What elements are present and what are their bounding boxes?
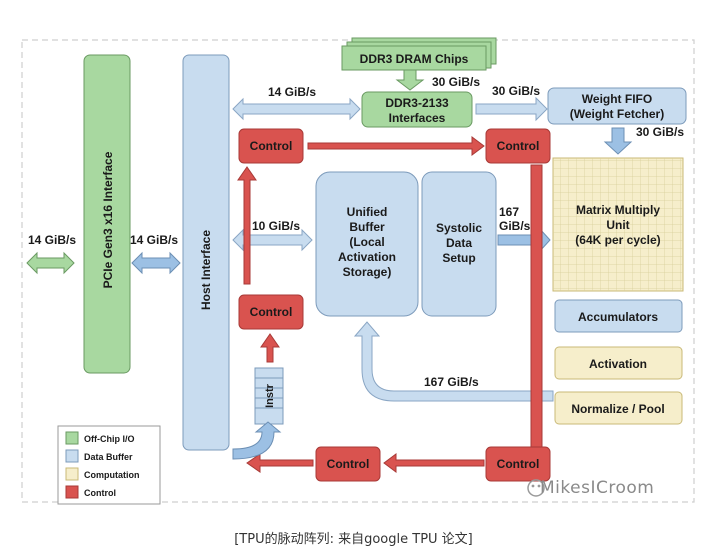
matrix-line2: Unit	[606, 218, 629, 232]
ddr3-chips-label: DDR3 DRAM Chips	[360, 52, 469, 66]
unified-buffer-block	[315, 171, 419, 317]
systolic-167-line1: 167	[499, 205, 519, 219]
unified-buffer-line1: Unified	[347, 205, 388, 219]
ddr3-chips: DDR3 DRAM Chips	[341, 37, 497, 71]
activation-block	[554, 346, 683, 380]
ddr3-interfaces-line2: Interfaces	[389, 111, 446, 125]
ddr-fifo-arrow	[475, 96, 548, 122]
legend-computation: Computation	[84, 470, 140, 480]
ddr3-interfaces-line1: DDR3-2133	[385, 96, 449, 110]
host-interface-label: Host Interface	[199, 230, 213, 310]
fifo-out-30-label: 30 GiB/s	[636, 125, 684, 139]
watermark-icon	[527, 479, 545, 497]
unified-buffer-line4: Activation	[338, 250, 396, 264]
pcie-block	[83, 54, 131, 374]
activation-label: Activation	[589, 357, 647, 371]
control-top-right-arrow	[307, 136, 485, 156]
instr-control-arrow	[260, 333, 280, 363]
accumulators-label: Accumulators	[578, 310, 658, 324]
return-167-label: 167 GiB/s	[424, 375, 479, 389]
weight-fifo-block	[547, 87, 687, 125]
unified-buffer-line2: Buffer	[349, 220, 385, 234]
fifo-matrix-arrow	[603, 127, 633, 155]
bottom-right-to-center-arrow	[383, 453, 485, 473]
pcie-host-arrow	[131, 251, 181, 275]
legend-buffer: Data Buffer	[84, 452, 133, 462]
control-top	[238, 128, 304, 164]
control-top-label: Control	[250, 139, 293, 153]
legend-control: Control	[84, 488, 116, 498]
matrix-line1: Matrix Multiply	[576, 203, 660, 217]
legend-swatch-offchip	[65, 431, 79, 445]
instr-label: Instr	[264, 383, 276, 408]
bottom-center-to-host-arrow	[246, 453, 314, 473]
return-path-arrow	[353, 321, 554, 402]
host-interface-block	[182, 54, 230, 451]
control-mid	[238, 294, 304, 330]
control-mid-label: Control	[250, 305, 293, 319]
left-14-label: 14 GiB/s	[28, 233, 76, 247]
normalize-label: Normalize / Pool	[571, 402, 664, 416]
legend-swatch-buffer	[65, 449, 79, 463]
control-bottom-center	[315, 446, 381, 482]
figure-caption: [TPU的脉动阵列: 来自google TPU 论文]	[234, 532, 473, 547]
systolic-167-line2: GiB/s	[499, 219, 531, 233]
accumulators-block	[554, 299, 683, 333]
host-ddr-arrow	[232, 97, 361, 121]
control-right-label: Control	[497, 139, 540, 153]
legend-offchip: Off-Chip I/O	[84, 434, 135, 444]
watermark-text: MikesICroom	[540, 478, 655, 498]
instr-queue: Instr	[254, 367, 284, 425]
host-instr-arrow	[232, 421, 282, 460]
host-buffer-arrow	[232, 228, 313, 252]
normalize-block	[554, 391, 683, 425]
systolic-setup-block	[421, 171, 497, 317]
legend-swatch-computation	[65, 467, 79, 481]
weight-fifo-line1: Weight FIFO	[582, 92, 652, 106]
ddr3-interfaces-block	[361, 91, 473, 128]
control-bottom-right	[485, 446, 551, 482]
matrix-grid	[553, 158, 683, 291]
left-io-arrow	[26, 251, 75, 275]
ddr-down-arrow	[395, 69, 425, 91]
pcie-label: PCIe Gen3 x16 Interface	[101, 151, 115, 288]
systolic-line2: Data	[446, 236, 472, 250]
legend-swatch-control	[65, 485, 79, 499]
mid-14-label: 14 GiB/s	[130, 233, 178, 247]
unified-buffer-line3: (Local	[349, 235, 384, 249]
host-10-label: 10 GiB/s	[252, 219, 300, 233]
control-bottom-center-label: Control	[327, 457, 370, 471]
control-bottom-right-label: Control	[497, 457, 540, 471]
control-up-arrow	[237, 166, 257, 285]
right-control-bus	[530, 164, 543, 448]
ddr-30-label: 30 GiB/s	[432, 75, 480, 89]
unified-buffer-line5: Storage)	[343, 265, 392, 279]
control-right	[485, 128, 551, 164]
systolic-line1: Systolic	[436, 221, 482, 235]
systolic-line3: Setup	[442, 251, 475, 265]
matrix-line3: (64K per cycle)	[575, 233, 660, 247]
legend: Off-Chip I/O Data Buffer Computation Con…	[57, 425, 161, 505]
top-14-label: 14 GiB/s	[268, 85, 316, 99]
weight-fifo-line2: (Weight Fetcher)	[570, 107, 664, 121]
fifo-in-30-label: 30 GiB/s	[492, 84, 540, 98]
